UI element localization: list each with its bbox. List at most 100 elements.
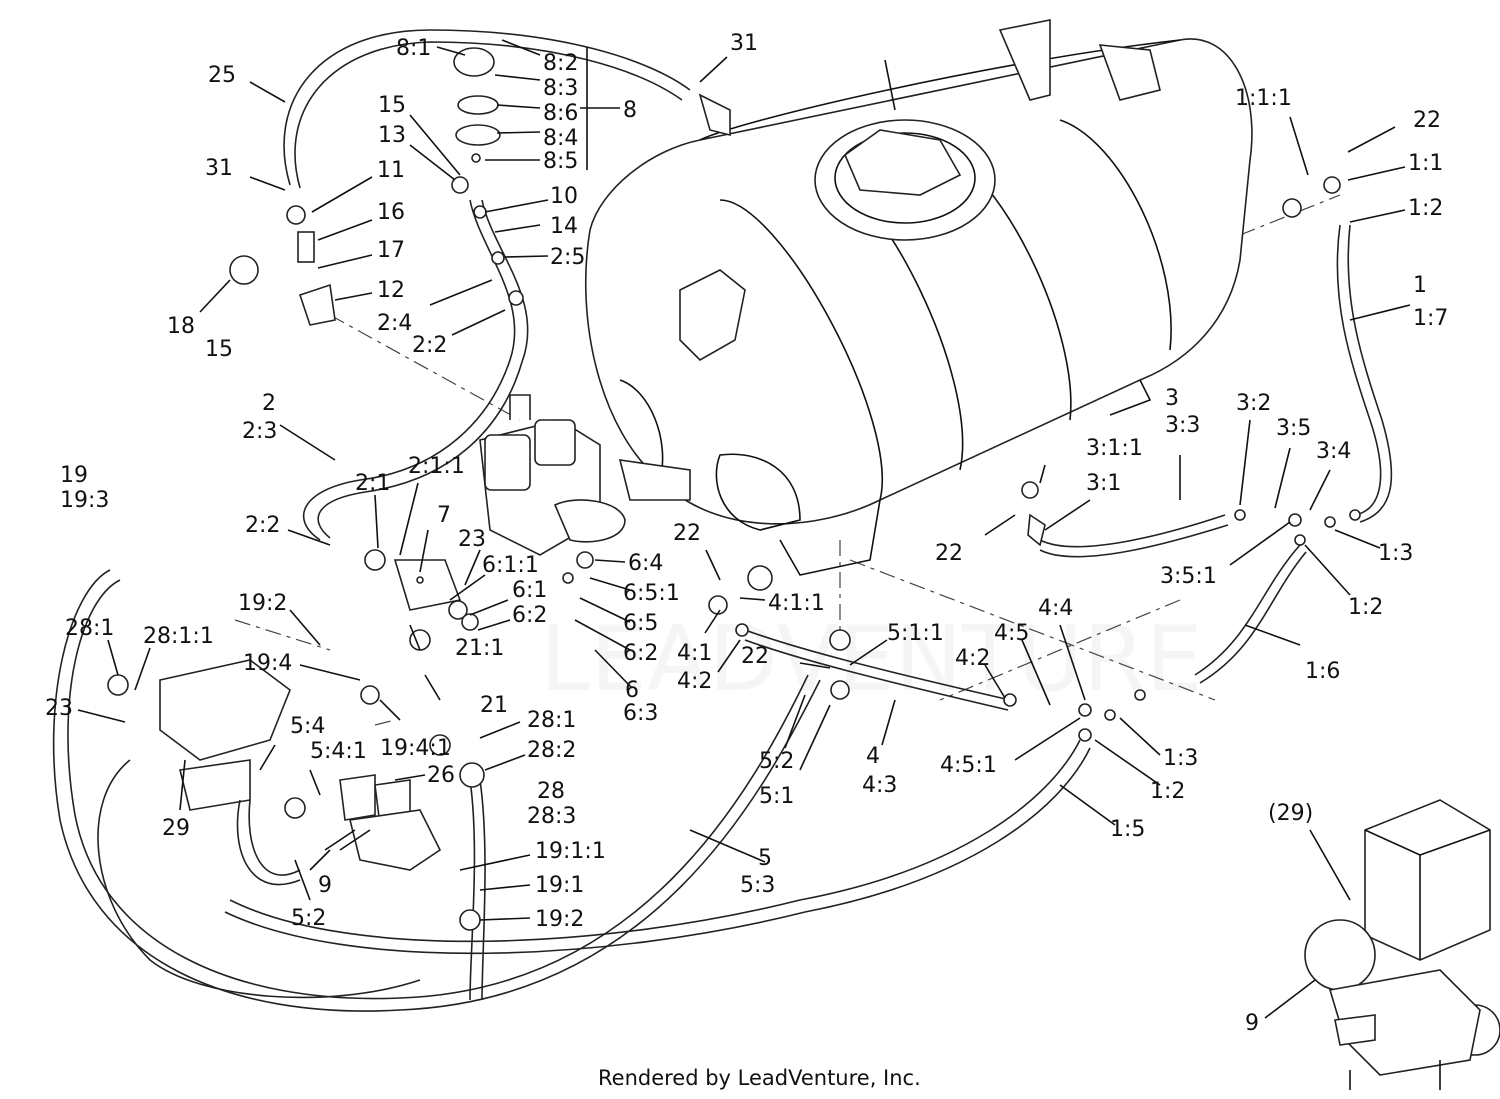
callout-2-1-1: 2:1:1 [408,454,465,479]
callout-16: 16 [377,200,405,225]
callout-19-2-upper: 19:2 [238,591,287,616]
callout-2-5: 2:5 [550,245,585,270]
callout-3-4: 3:4 [1316,439,1351,464]
callout-2-2-upper: 2:2 [412,333,447,358]
callout-1-3-upper: 1:3 [1378,541,1413,566]
callout-2: 2 [262,391,276,416]
callout-28-1-left: 28:1 [65,616,114,641]
callout-4-3: 4:3 [862,773,897,798]
callout-14: 14 [550,214,578,239]
callout-8-4: 8:4 [543,126,578,151]
callout-19: 19 [60,463,88,488]
footer-credit: Rendered by LeadVenture, Inc. [598,1066,921,1090]
callout-19-4: 19:4 [243,651,292,676]
callout-15-lower: 15 [205,337,233,362]
callout-1: 1 [1413,273,1427,298]
callout-1-3-lower: 1:3 [1163,746,1198,771]
callout-6-1: 6:1 [512,578,547,603]
callout-19-1: 19:1 [535,873,584,898]
callout-22-top-right: 22 [1413,108,1441,133]
fittings [107,47,1361,931]
callout-5-1-1: 5:1:1 [887,621,944,646]
callout-5-3: 5:3 [740,873,775,898]
callout-1-2-lower: 1:2 [1150,779,1185,804]
callout-21: 21 [480,693,508,718]
callout-11: 11 [377,158,405,183]
callout-9-left: 9 [318,873,332,898]
callout-5-1: 5:1 [759,784,794,809]
callout-5: 5 [758,846,772,871]
callout-4-2-right: 4:2 [955,646,990,671]
callout-8-2: 8:2 [543,51,578,76]
callout-8-1: 8:1 [396,36,431,61]
spray-tank [584,19,1253,576]
callout-23-upper: 23 [458,527,486,552]
callout-3-3: 3:3 [1165,413,1200,438]
callout-4-5: 4:5 [994,621,1029,646]
callout-28-3: 28:3 [527,804,576,829]
callout-4-4: 4:4 [1038,596,1073,621]
callout-4-1-1: 4:1:1 [768,591,825,616]
callout-5-2-left: 5:2 [291,906,326,931]
valve-detail-29 [1304,799,1500,1090]
callout-8-3: 8:3 [543,76,578,101]
callout-23-lower: 23 [45,696,73,721]
callout-6-2-left: 6:2 [512,603,547,628]
callout-1-2-top: 1:2 [1408,196,1443,221]
callout-6: 6 [625,678,639,703]
callout-19-3: 19:3 [60,488,109,513]
callout-6-4: 6:4 [628,551,663,576]
callout-18: 18 [167,314,195,339]
callout-2-2-lower: 2:2 [245,513,280,538]
callout-17: 17 [377,238,405,263]
callout-22-mid: 22 [741,644,769,669]
callout-5-4-1: 5:4:1 [310,739,367,764]
callout-21-1: 21:1 [455,636,504,661]
callout-1-6: 1:6 [1305,659,1340,684]
callout-2-4: 2:4 [377,311,412,336]
callout-8-6: 8:6 [543,101,578,126]
callout-26: 26 [427,763,455,788]
callout-31-left: 31 [205,156,233,181]
callout-31-top: 31 [730,31,758,56]
callout-4: 4 [866,744,880,769]
callout-3-1: 3:1 [1086,471,1121,496]
callout-29: 29 [162,816,190,841]
callout-labels: 8:1 8:2 8:3 8:6 8 8:4 8:5 31 25 15 13 31… [45,31,1448,1036]
callout-3-2: 3:2 [1236,391,1271,416]
callout-1-1-1: 1:1:1 [1235,86,1292,111]
hoses [52,29,1393,1012]
callout-2-1: 2:1 [355,471,390,496]
callout-3-1-1: 3:1:1 [1086,436,1143,461]
callout-22-pump: 22 [673,521,701,546]
callout-8: 8 [623,98,637,123]
callout-3-5-1: 3:5:1 [1160,564,1217,589]
callout-29-detail: (29) [1268,801,1313,826]
callout-28-1-right: 28:1 [527,708,576,733]
callout-25: 25 [208,63,236,88]
callout-2-3: 2:3 [242,419,277,444]
callout-6-5: 6:5 [623,611,658,636]
callout-7: 7 [437,503,451,528]
callout-5-4: 5:4 [290,714,325,739]
callout-6-5-1: 6:5:1 [623,581,680,606]
callout-28-2: 28:2 [527,738,576,763]
callout-6-1-1: 6:1:1 [482,553,539,578]
callout-4-1: 4:1 [677,641,712,666]
callout-15-upper: 15 [378,93,406,118]
callout-5-2-right: 5:2 [759,749,794,774]
callout-1-7: 1:7 [1413,306,1448,331]
callout-9-detail: 9 [1245,1011,1259,1036]
callout-1-5: 1:5 [1110,817,1145,842]
control-valve-assembly [159,659,442,871]
callout-6-2-right: 6:2 [623,641,658,666]
callout-3-5: 3:5 [1276,416,1311,441]
callout-12: 12 [377,278,405,303]
svg-text:LEADVENTURE: LEADVENTURE [540,607,1202,712]
callout-1-2-mid: 1:2 [1348,595,1383,620]
callout-6-3: 6:3 [623,701,658,726]
callout-1-1: 1:1 [1408,151,1443,176]
watermark: LEADVENTURE [540,607,1202,712]
callout-4-2-left: 4:2 [677,669,712,694]
